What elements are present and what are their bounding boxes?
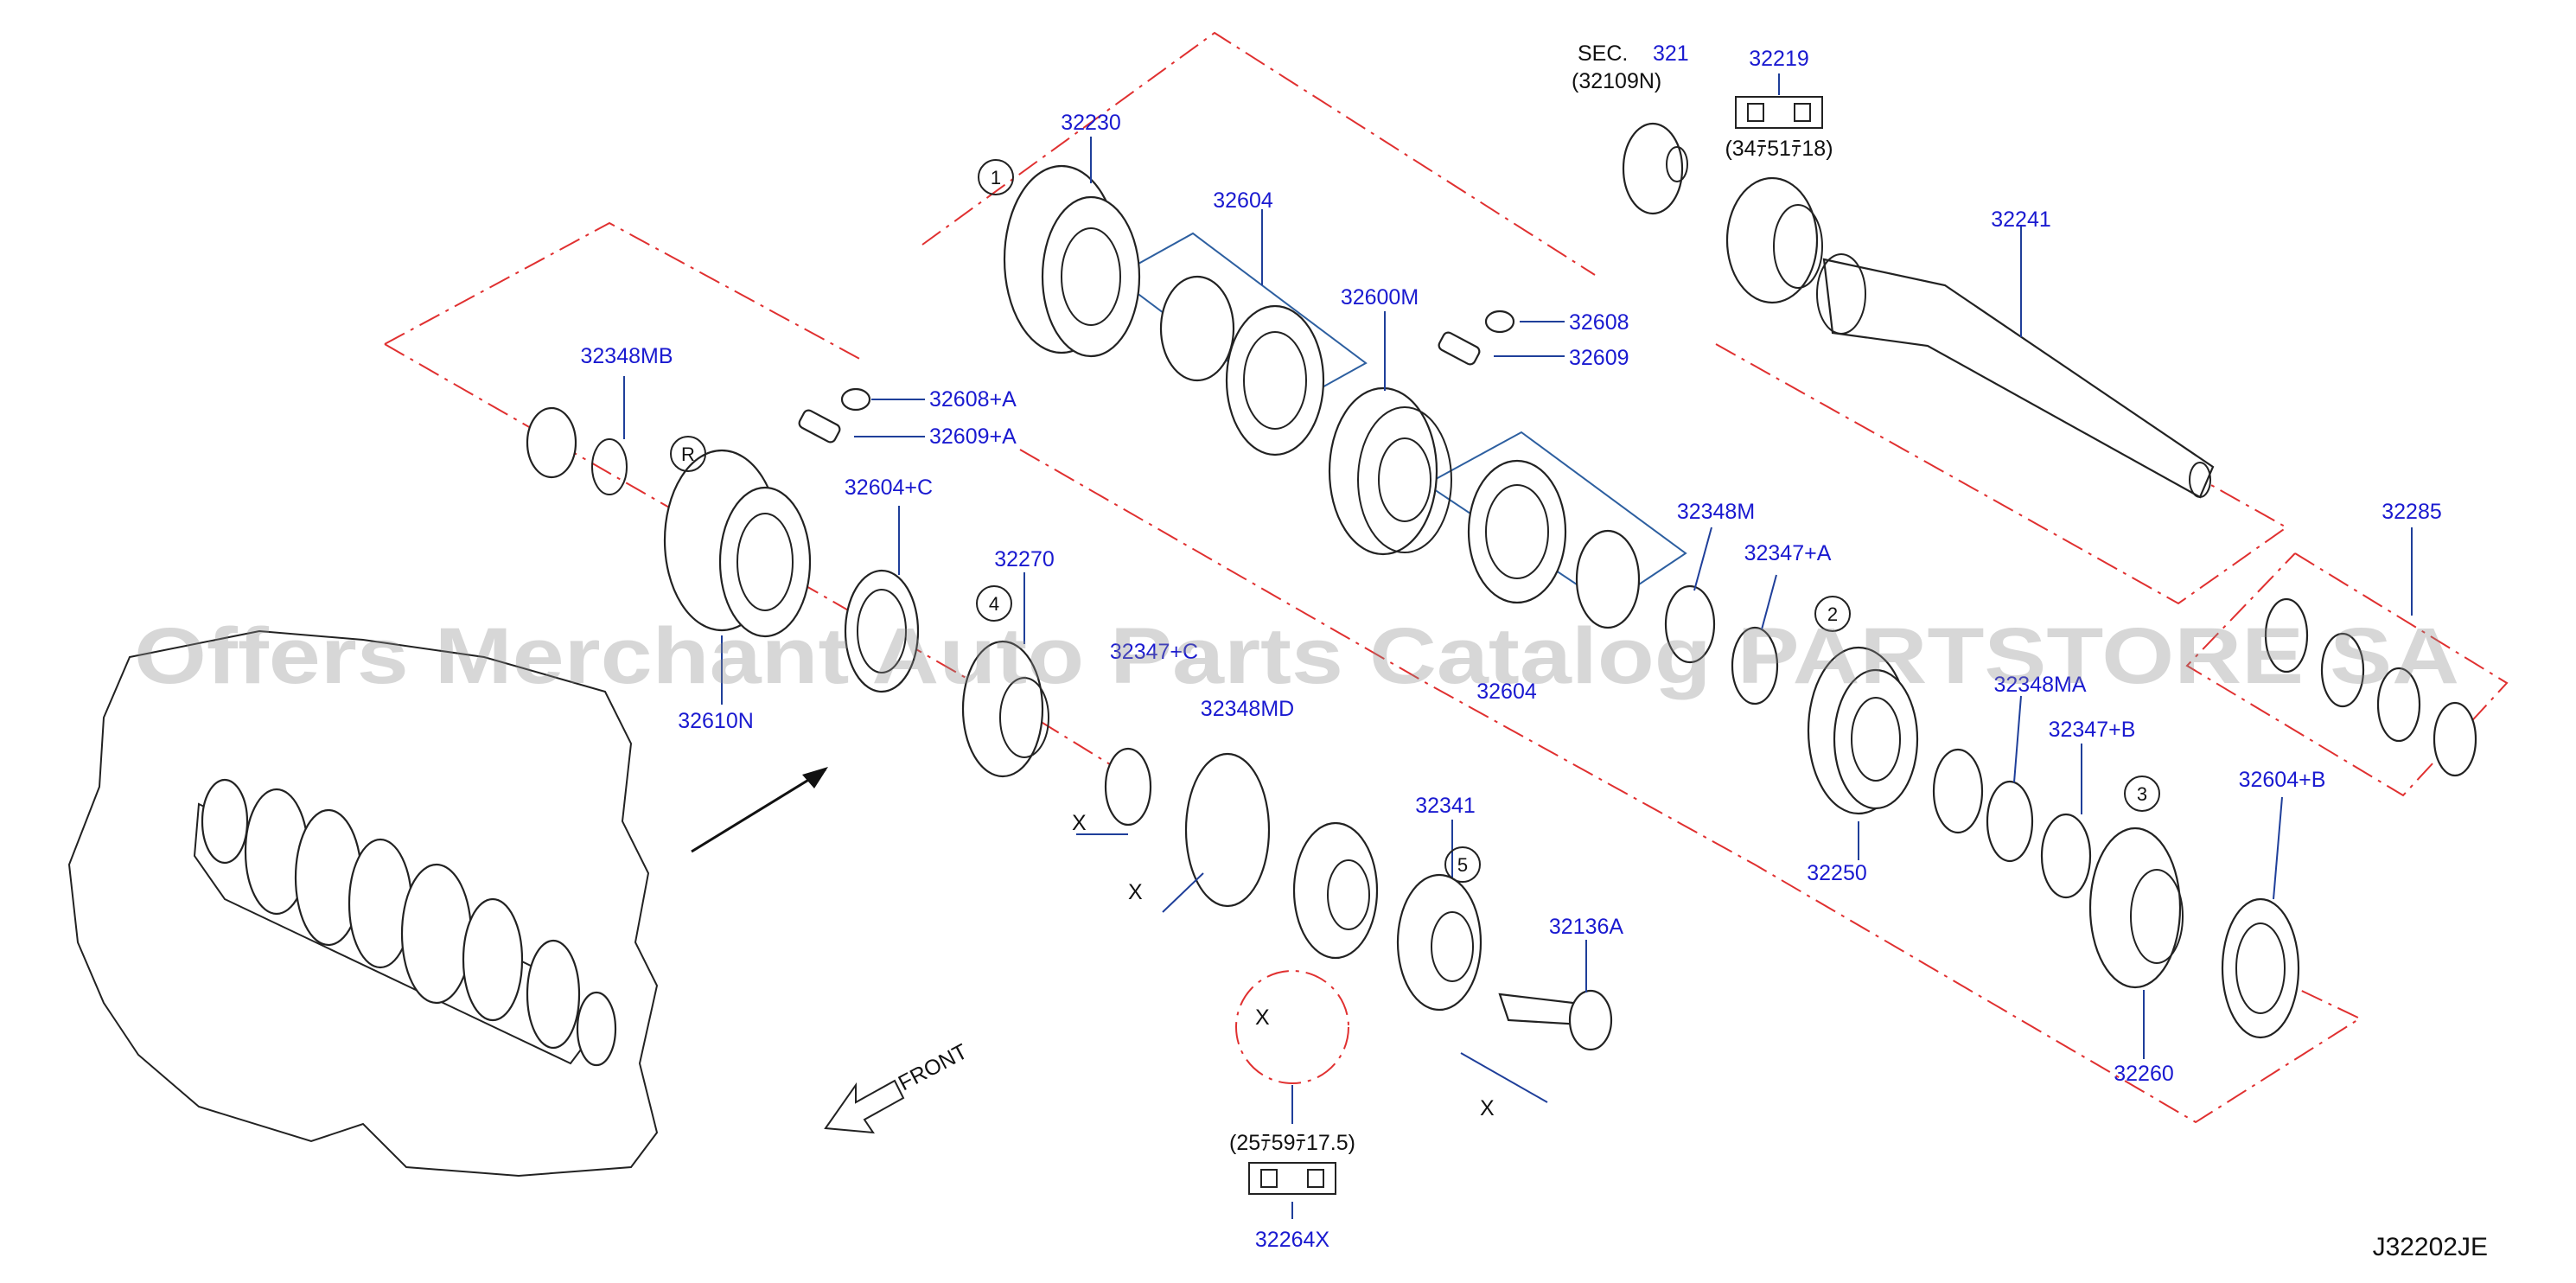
dim-bearing-top: (34ﾃ51ﾃ18): [1725, 137, 1833, 161]
bearing-cup-321: [1622, 122, 1688, 215]
label-32608: 32608: [1569, 310, 1629, 335]
sleeve-32600m: [1328, 386, 1452, 556]
x-mark-4: X: [1480, 1096, 1495, 1120]
gear-mark-3: 3: [2137, 783, 2147, 805]
gear-32341: [1396, 873, 1482, 1012]
synchro-ring-32604c: [844, 569, 920, 693]
label-32341: 32341: [1415, 794, 1476, 818]
label-32264x: 32264X: [1255, 1228, 1330, 1252]
synchro-hub-32604-mid: [1467, 459, 1641, 629]
label-32250: 32250: [1807, 861, 1867, 885]
label-32219: 32219: [1749, 47, 1809, 71]
label-32600m: 32600M: [1341, 285, 1419, 310]
label-32609a: 32609+A: [929, 424, 1017, 449]
x-mark-3: X: [1255, 1005, 1270, 1030]
leader-lines: [623, 73, 2413, 1219]
snap-rings-32285: [2264, 597, 2477, 777]
bearing-32264x: [1235, 821, 1379, 1084]
transaxle-outline: [67, 629, 828, 1178]
gear-mark-4: 4: [989, 593, 999, 615]
bearing-32219: [1725, 176, 1823, 304]
assembly-outlines: [384, 31, 2509, 1124]
snap-ring-32348mb: [526, 406, 628, 495]
gear-32250: [1807, 646, 1919, 815]
label-32285: 32285: [2382, 500, 2442, 524]
part-labels: 32230 32604 32600M 32608 32609 SEC. 3 21 …: [580, 41, 2441, 1252]
gear-position-marks: 1 R 4 2 3 5: [670, 159, 2160, 883]
label-32270: 32270: [994, 547, 1055, 571]
section-sub: (32109N): [1572, 69, 1661, 93]
label-32604b: 32604+B: [2239, 768, 2326, 792]
shaft-32241: [1816, 253, 2215, 499]
measurement-marks: X X X X: [1072, 811, 1495, 1120]
label-32604c: 32604+C: [845, 476, 933, 500]
diagram-code: J32202JE: [2373, 1233, 2488, 1261]
label-32347b: 32347+B: [2049, 718, 2136, 742]
label-32608a: 32608+A: [929, 387, 1017, 412]
label-32230: 32230: [1061, 111, 1121, 135]
key-32608a: [798, 387, 871, 444]
label-32241: 32241: [1991, 207, 2051, 232]
x-mark-2: X: [1128, 880, 1143, 904]
gear-mark-5: 5: [1457, 854, 1468, 876]
label-32610n: 32610N: [678, 709, 754, 733]
label-32136a: 32136A: [1549, 915, 1624, 939]
snap-rings-32348ma-32347b: [1932, 748, 2092, 899]
label-32348m: 32348M: [1677, 500, 1755, 524]
key-32608: [1438, 310, 1515, 366]
watermark: Offers Merchant Auto Parts Catalog PARTS…: [134, 612, 2459, 700]
dim-bearing-bottom: (25ﾃ59ﾃ17.5): [1229, 1131, 1355, 1155]
thrust-washer-32347c: [1104, 747, 1152, 827]
x-mark-1: X: [1072, 811, 1087, 835]
gear-32270: [961, 640, 1049, 778]
front-arrow: FRONT: [824, 1039, 972, 1134]
gear-mark-1: 1: [991, 167, 1001, 188]
label-32348ma: 32348MA: [1993, 673, 2086, 697]
section-prefix: SEC.: [1578, 41, 1628, 66]
label-32604-mid: 32604: [1476, 680, 1537, 704]
gear-32230: [1003, 164, 1141, 358]
label-32348mb: 32348MB: [580, 344, 673, 368]
bolt-32136a: [1498, 989, 1613, 1051]
gear-32610n: [663, 449, 812, 638]
section-number: 321: [1653, 41, 1689, 66]
synchro-ring-32604b: [2221, 897, 2300, 1039]
bearing-symbol-top: [1735, 96, 1823, 129]
front-label: FRONT: [895, 1039, 972, 1095]
gear-32260: [2088, 827, 2184, 989]
label-32347a: 32347+A: [1744, 541, 1832, 565]
synchro-hub-32604: [1159, 275, 1325, 456]
label-32347c: 32347+C: [1110, 640, 1198, 664]
label-32260: 32260: [2114, 1062, 2174, 1086]
gear-mark-r: R: [681, 444, 695, 465]
snap-ring-32348md: [1184, 752, 1271, 908]
bearing-symbol-bottom: [1248, 1162, 1336, 1195]
label-32348md: 32348MD: [1201, 697, 1294, 721]
gear-mark-2: 2: [1827, 603, 1838, 625]
shaft-assembly-gears: [201, 778, 617, 1067]
label-32604: 32604: [1213, 188, 1273, 213]
label-32609: 32609: [1569, 346, 1629, 370]
snap-ring-32348m: [1664, 584, 1779, 705]
